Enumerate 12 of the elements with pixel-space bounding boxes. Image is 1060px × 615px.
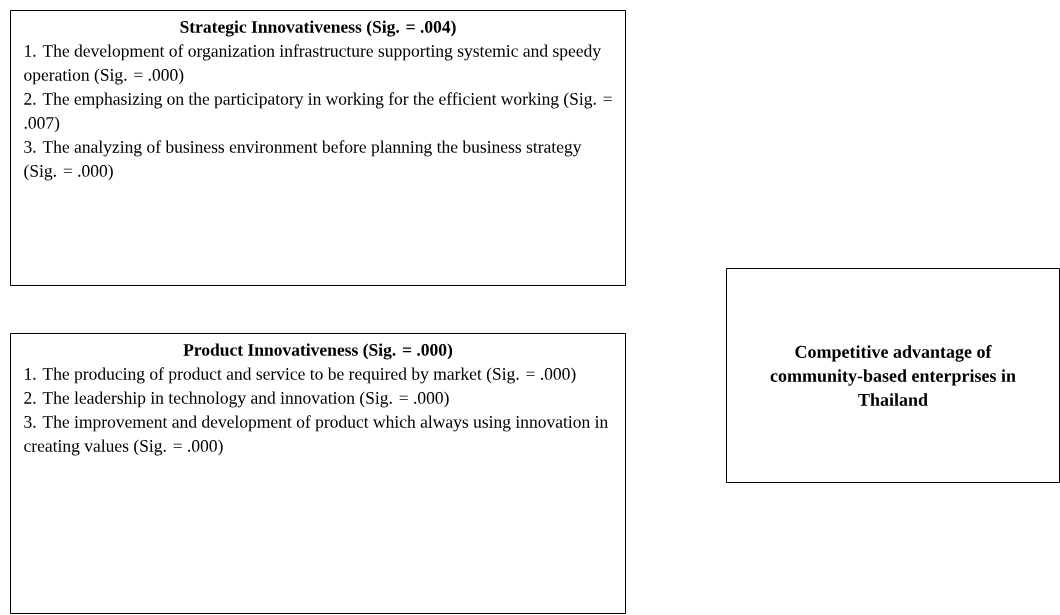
box-title: Competitive advantage of community-based enterprises in Thailand	[770, 345, 1016, 406]
list-item: 2. The emphasizing on the participatory in working for the efficient working (Sig. = .007)	[24, 92, 612, 133]
factor-box	[10, 333, 626, 614]
list-item: 1. The producing of product and service to be required by market (Sig. = .000)	[25, 367, 576, 384]
list-item: 2. The leadership in technology and innovation (Sig. = .000)	[24, 391, 449, 408]
box-heading: Product Innovativeness (Sig. = .000)	[183, 343, 453, 360]
list-item: 3. The analyzing of business environment before planning the business strategy (Sig. = .000)	[24, 140, 582, 181]
factor-box	[726, 268, 1060, 483]
factor-box	[10, 10, 626, 286]
box-heading: Strategic Innovativeness (Sig. = .004)	[180, 20, 456, 37]
list-item: 1. The development of organization infrastructure supporting systemic and speedy operation (Sig. = .000)	[24, 44, 601, 85]
list-item: 3. The improvement and development of product which always using innovation in creating values (Sig. = .000)	[24, 415, 608, 456]
